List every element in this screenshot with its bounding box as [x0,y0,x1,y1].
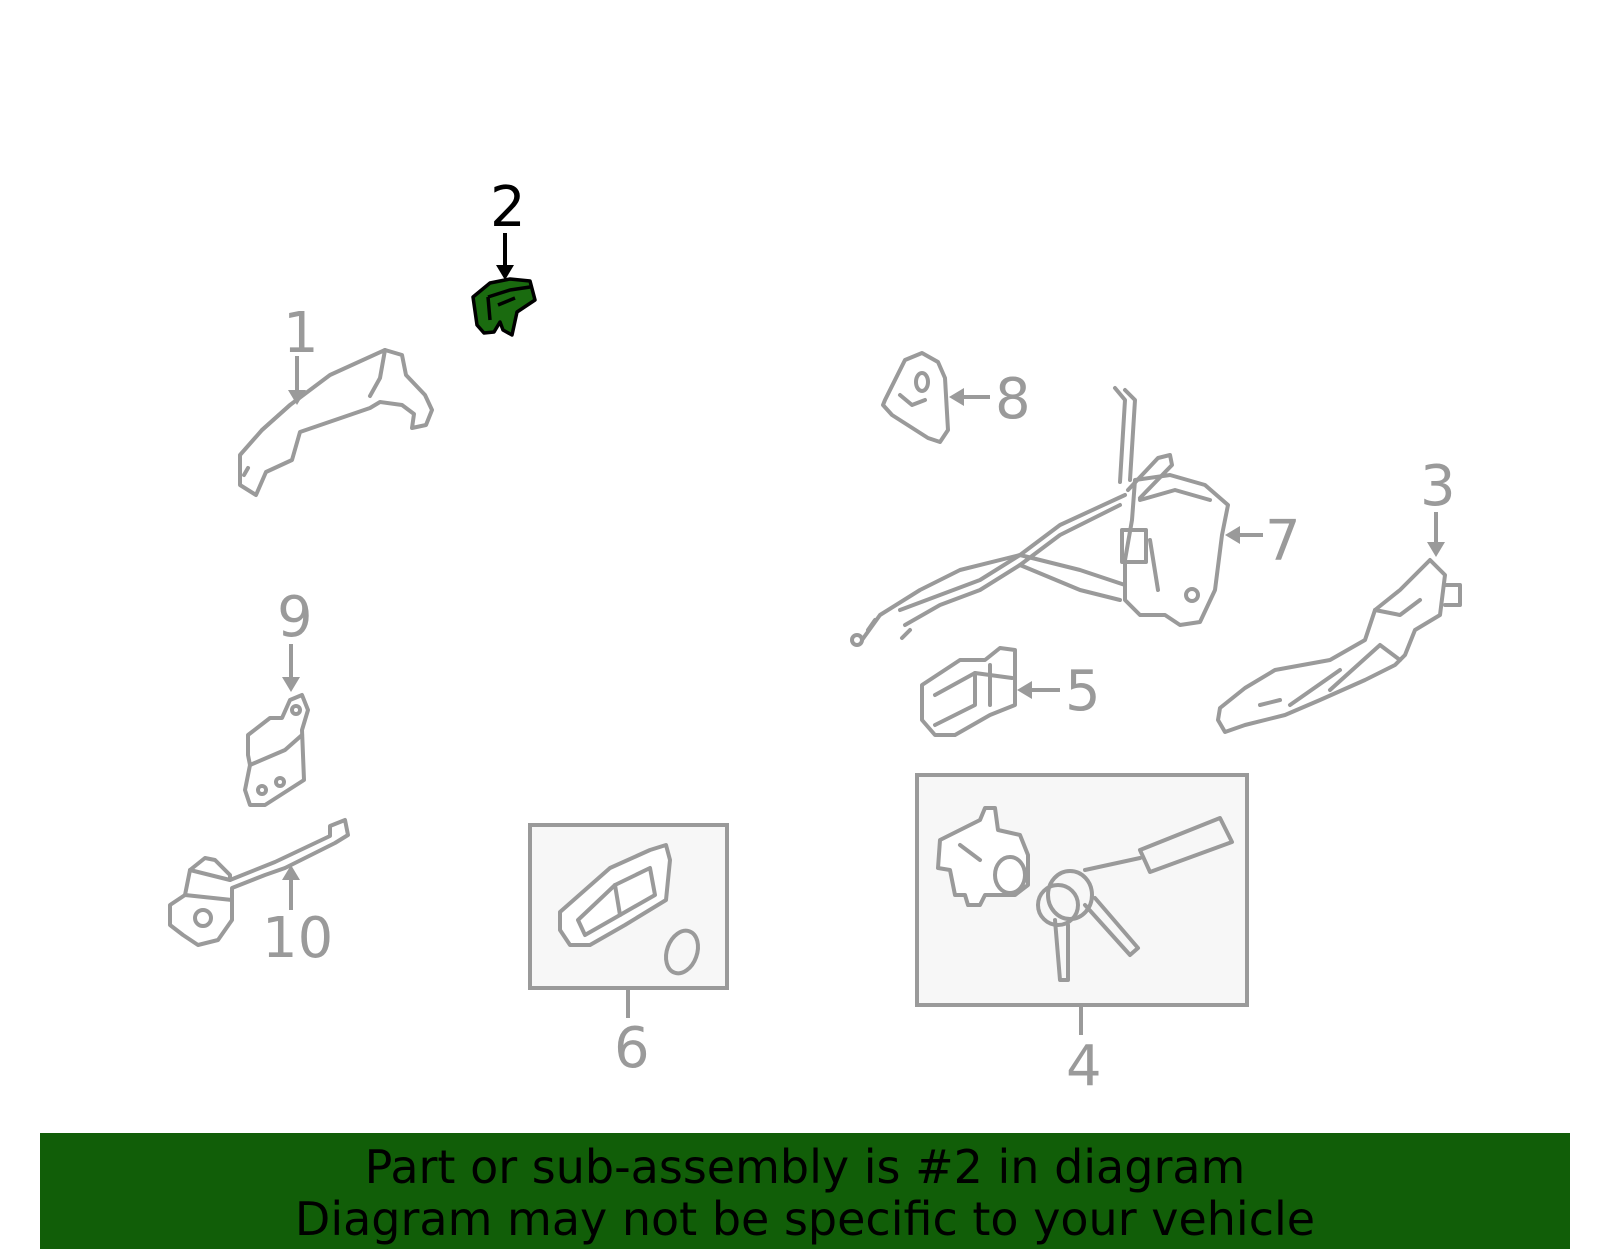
callout-label-10: 10 [262,906,333,971]
part-3-release-cable[interactable] [1216,558,1462,734]
callout-6: 6 [614,990,650,1081]
callout-label-9: 9 [277,585,313,650]
callout-label-5: 5 [1065,659,1101,724]
callout-2: 2 [490,175,526,280]
part-2-handle-cap[interactable] [471,277,537,337]
callout-label-3: 3 [1420,454,1456,519]
callout-1: 1 [283,301,319,405]
callout-8: 8 [949,367,1031,432]
part-10-door-check[interactable] [168,818,350,947]
part-8-striker[interactable] [881,351,950,444]
part-5-bezel[interactable] [920,646,1017,737]
callout-9: 9 [277,585,313,692]
callout-label-4: 4 [1066,1034,1102,1099]
callout-label-7: 7 [1265,509,1301,574]
info-banner: Part or sub-assembly is #2 in diagram Di… [40,1133,1570,1249]
part-4-lock-cylinder-keys[interactable] [936,806,1234,982]
callout-7: 7 [1225,509,1301,574]
callout-label-1: 1 [283,301,319,366]
banner-line-2: Diagram may not be specific to your vehi… [294,1192,1316,1246]
callout-label-2: 2 [490,175,526,240]
callout-4: 4 [1066,1007,1102,1099]
callout-10: 10 [262,865,333,971]
part-9-bracket[interactable] [243,693,310,807]
callout-5: 5 [1017,659,1101,724]
callout-3: 3 [1420,454,1456,557]
callout-label-8: 8 [995,367,1031,432]
part-7-lock-actuator[interactable] [850,386,1230,647]
part-1-exterior-handle[interactable] [238,348,434,497]
banner-line-1: Part or sub-assembly is #2 in diagram [364,1140,1246,1194]
part-6-inside-handle[interactable] [558,843,704,978]
callout-label-6: 6 [614,1016,650,1081]
